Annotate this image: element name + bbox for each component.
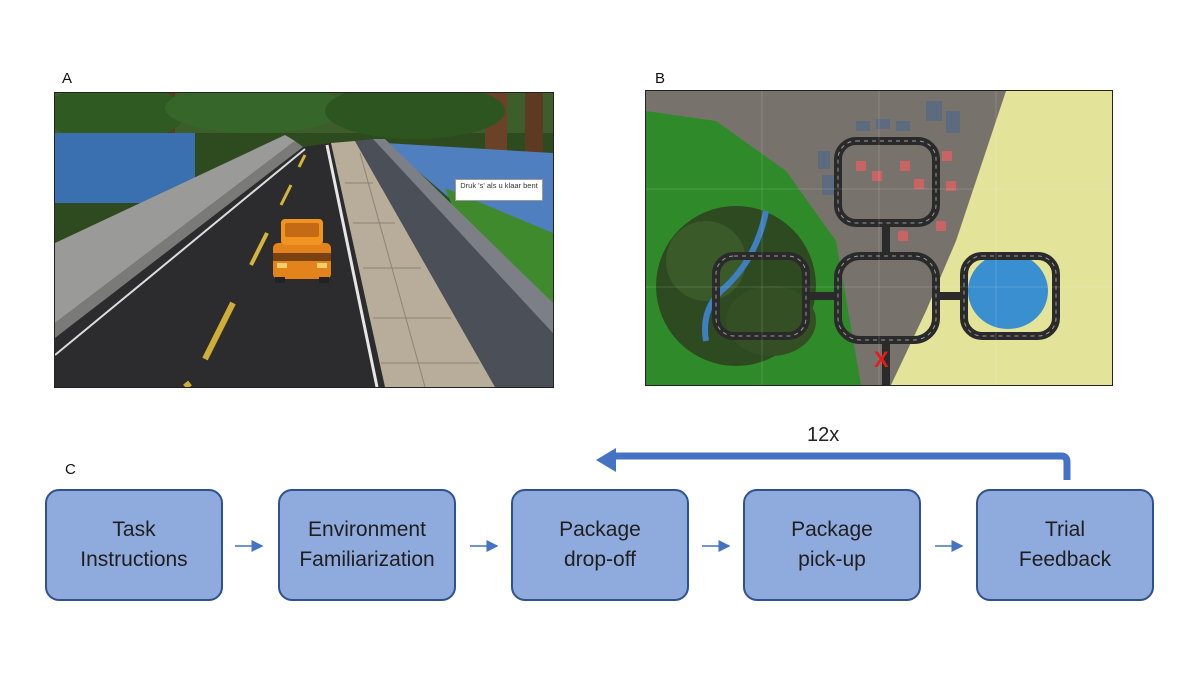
target-marker: X bbox=[874, 347, 889, 372]
panel-label-b: B bbox=[655, 70, 666, 87]
flow-step-label: Package pick-up bbox=[791, 518, 873, 571]
taxi-car bbox=[273, 219, 331, 283]
panel-label-a: A bbox=[62, 70, 73, 87]
flow-step-trial-feedback: Trial Feedback bbox=[976, 489, 1154, 601]
flow-step-task-instructions: Task Instructions bbox=[45, 489, 223, 601]
loop-back-arrow bbox=[612, 452, 1071, 480]
flow-step-label: Package drop-off bbox=[559, 518, 641, 571]
hud-prompt: Druk 's' als u klaar bent bbox=[455, 179, 543, 201]
driving-scene-screenshot: Druk 's' als u klaar bent bbox=[54, 92, 554, 388]
driving-scene-image bbox=[55, 93, 553, 387]
flow-step-label: Trial Feedback bbox=[1018, 518, 1112, 571]
environment-map-screenshot: X bbox=[645, 90, 1113, 386]
loop-back-arrowhead bbox=[596, 448, 616, 472]
flow-step-label: Task Instructions bbox=[80, 518, 188, 571]
repeat-count-label: 12x bbox=[807, 424, 840, 446]
panel-label-c: C bbox=[65, 461, 76, 478]
environment-map-image bbox=[646, 91, 1112, 385]
flow-step-environment-familiarization: Environment Familiarization bbox=[278, 489, 456, 601]
flow-step-package-drop-off: Package drop-off bbox=[511, 489, 689, 601]
flow-step-label: Environment Familiarization bbox=[299, 518, 435, 571]
flow-step-package-pick-up: Package pick-up bbox=[743, 489, 921, 601]
